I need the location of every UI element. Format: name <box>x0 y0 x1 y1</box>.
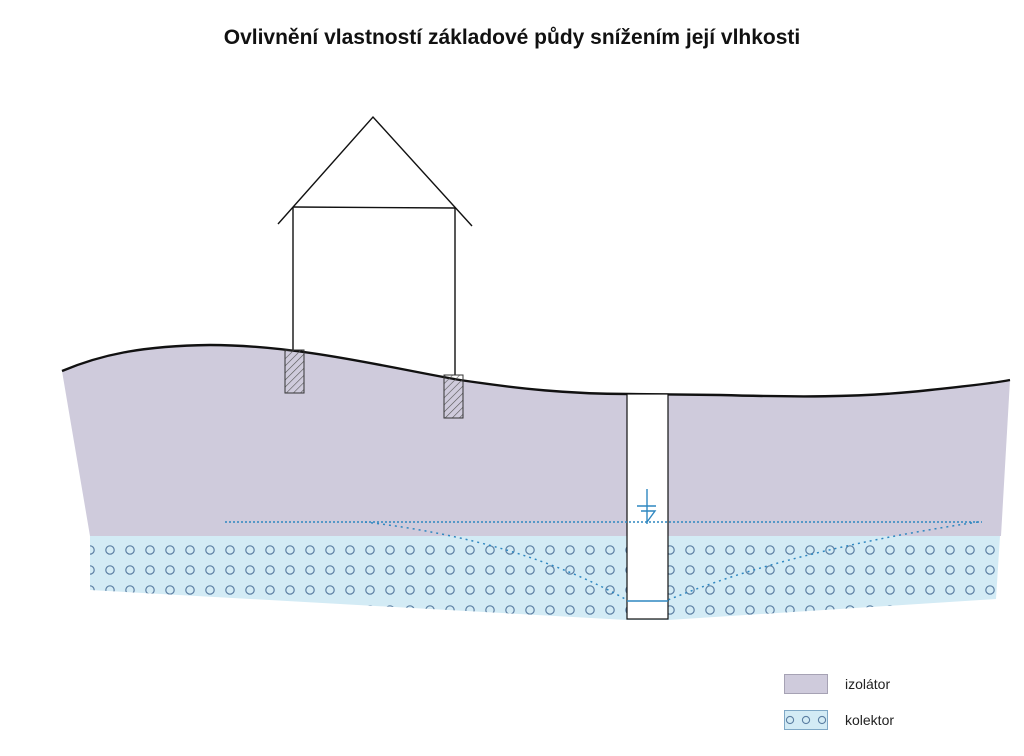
collector-layer <box>90 536 1000 620</box>
house-ceiling <box>292 206 456 209</box>
legend-item-kolektor: kolektor <box>784 710 984 732</box>
legend-item-izolator: izolátor <box>784 674 984 696</box>
legend-label: izolátor <box>845 676 891 692</box>
foundation-left <box>284 349 305 394</box>
legend-label: kolektor <box>845 712 895 728</box>
house-roof <box>277 115 473 227</box>
house <box>277 115 473 375</box>
kolektor-swatch <box>784 710 828 730</box>
depression-cone <box>364 521 979 601</box>
izolator-swatch <box>784 674 828 694</box>
diagram-title: Ovlivnění vlastností základové půdy sníž… <box>223 26 801 49</box>
insulator-layer <box>62 345 1010 536</box>
foundation-right <box>443 374 464 419</box>
water-level-symbol <box>637 489 657 524</box>
ground-surface-line <box>61 343 1011 398</box>
